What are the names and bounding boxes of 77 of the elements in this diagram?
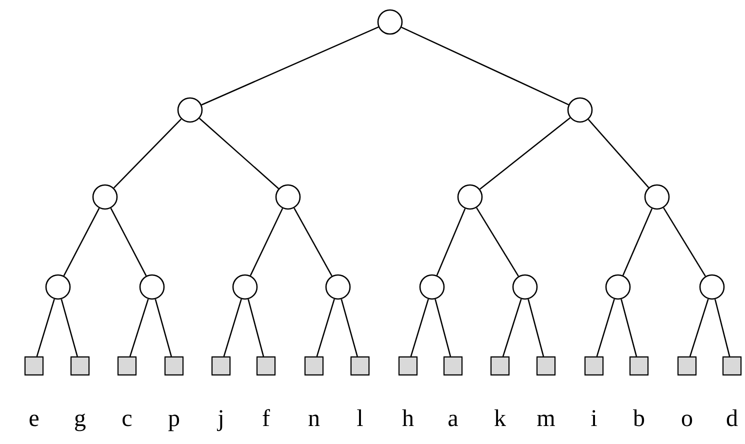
leaf-label: o [682, 414, 692, 426]
tree-edge [528, 299, 544, 357]
tree-edge [663, 207, 706, 277]
tree-edge [588, 119, 650, 188]
tree-edge [248, 299, 264, 357]
tree-edge [223, 298, 242, 357]
tree-node-circle [275, 184, 301, 210]
tree-edge [436, 208, 466, 276]
tree-node-circle [139, 274, 165, 300]
leaf-label: e [30, 414, 38, 426]
leaf-label: a [448, 414, 458, 426]
tree-node-circle [177, 97, 203, 123]
leaf-square [536, 356, 556, 376]
tree-node-circle [419, 274, 445, 300]
leaf-square [629, 356, 649, 376]
leaf-label: g [75, 414, 86, 432]
leaf-label: b [633, 409, 644, 426]
leaf-square [117, 356, 137, 376]
tree-edge [340, 299, 358, 357]
leaf-square [211, 356, 231, 376]
tree-edge [401, 26, 569, 106]
leaf-square [350, 356, 370, 376]
tree-node-circle [45, 274, 71, 300]
tree-node-circle [605, 274, 631, 300]
leaf-label: d [726, 409, 738, 426]
tree-edge [154, 299, 172, 357]
leaf-label: k [494, 409, 506, 426]
leaf-square [443, 356, 463, 376]
tree-edge [480, 117, 570, 190]
tree-edge [316, 298, 335, 357]
tree-node-circle [232, 274, 258, 300]
leaf-label: l [357, 409, 363, 426]
tree-edge [36, 298, 55, 357]
leaf-label: h [402, 409, 414, 426]
tree-edge [60, 299, 78, 357]
leaf-label: p [168, 414, 180, 432]
tree-edge [294, 208, 332, 276]
tree-node-circle [377, 9, 403, 35]
tree-node-circle [567, 97, 593, 123]
leaf-square [24, 356, 44, 376]
leaf-label: j [216, 410, 222, 432]
tree-edge [714, 299, 730, 357]
tree-edge [689, 298, 709, 357]
leaf-label: c [122, 414, 132, 426]
tree-node-circle [457, 184, 483, 210]
tree-edge [199, 118, 279, 190]
leaf-square [256, 356, 276, 376]
leaf-label: m [537, 414, 555, 426]
tree-edge [434, 299, 452, 357]
tree-node-circle [699, 274, 725, 300]
tree-edge [250, 208, 284, 276]
leaf-square [304, 356, 324, 376]
leaf-square [584, 356, 604, 376]
leaf-label: i [591, 410, 597, 426]
tree-edge [502, 298, 522, 357]
tree-edge [63, 208, 100, 276]
tree-edge [113, 118, 182, 188]
leaf-square [164, 356, 184, 376]
tree-edge [476, 207, 519, 277]
tree-edge [201, 26, 379, 106]
tree-node-circle [92, 184, 118, 210]
tree-node-circle [512, 274, 538, 300]
leaf-square [722, 356, 742, 376]
tree-edge [129, 298, 149, 357]
leaf-square [398, 356, 418, 376]
leaf-square [490, 356, 510, 376]
tree-edge [410, 298, 429, 357]
tree-edge [620, 299, 638, 357]
tree-edge [110, 208, 147, 276]
leaf-label: f [262, 409, 270, 426]
tree-node-circle [325, 274, 351, 300]
tree-edge [622, 208, 653, 276]
leaf-square [70, 356, 90, 376]
tree-node-circle [644, 184, 670, 210]
leaf-label: n [308, 414, 320, 426]
leaf-square [677, 356, 697, 376]
tree-edge [596, 298, 615, 357]
